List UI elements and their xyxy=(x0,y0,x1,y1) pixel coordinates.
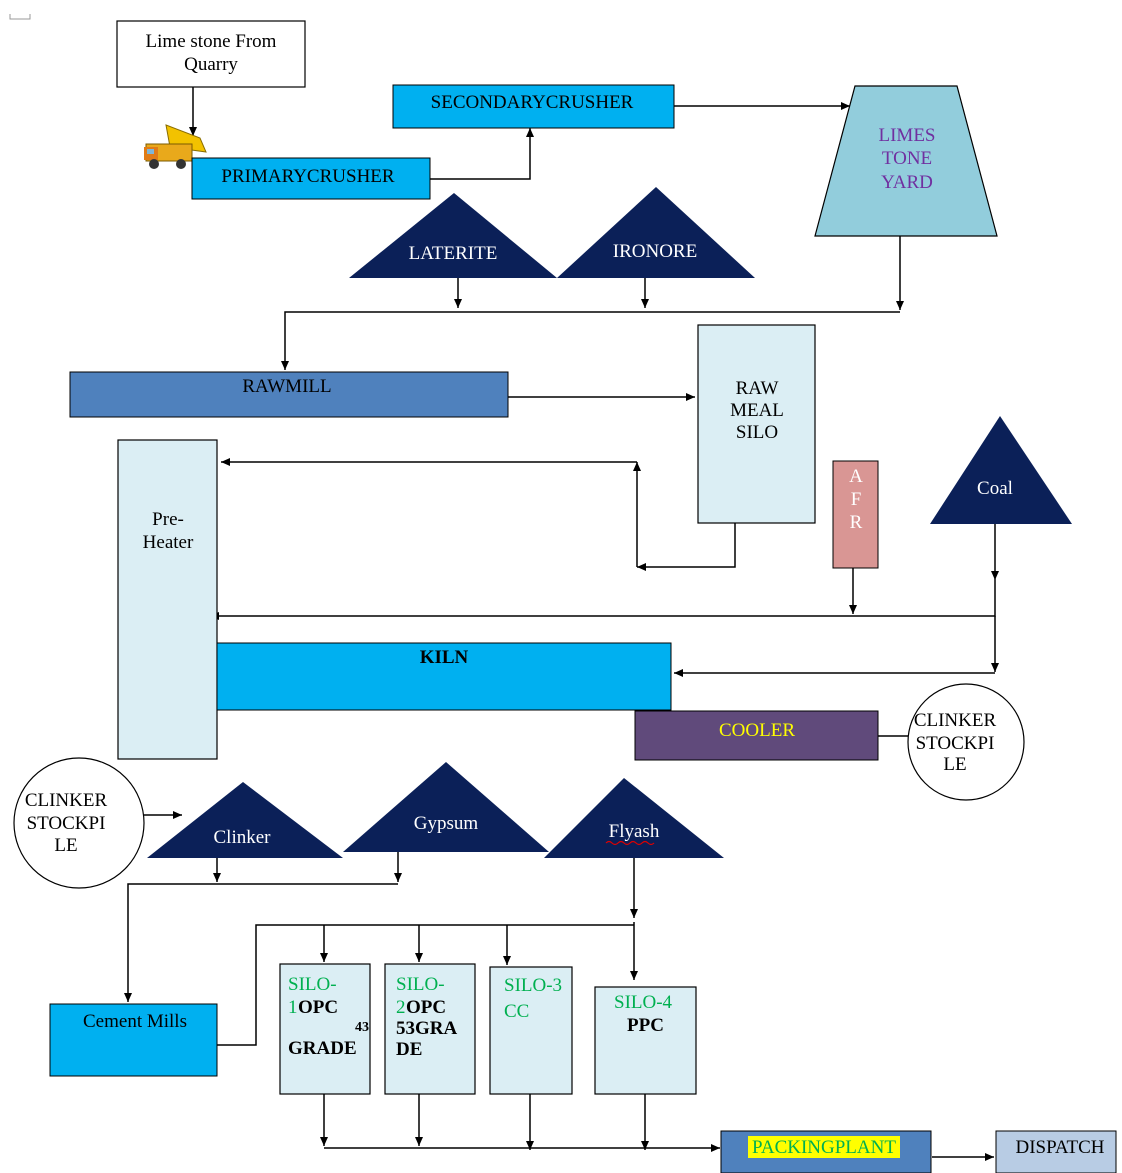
secondary-crusher-label: SECONDARYCRUSHER xyxy=(431,92,634,113)
silo3-line2: CC xyxy=(504,1001,529,1022)
rawmill-box xyxy=(69,371,509,418)
silo1-grade: GRADE xyxy=(288,1038,357,1059)
raw-meal-silo-box xyxy=(697,324,816,524)
cooler-box xyxy=(634,710,879,761)
coal-label: Coal xyxy=(977,478,1013,499)
secondary-crusher-box xyxy=(392,84,675,129)
quarry-label-line1: Lime stone From xyxy=(146,31,277,52)
arrow-silo-out xyxy=(637,523,736,571)
silo1-box xyxy=(279,963,371,1095)
silo2-grade-line2: DE xyxy=(396,1039,422,1060)
flyash-triangle xyxy=(544,778,724,858)
afr-letter-f: F xyxy=(851,489,862,510)
silo1-superscript: 43 xyxy=(355,1020,369,1035)
clinker-triangle xyxy=(147,782,343,858)
limestone-yard-shape xyxy=(814,85,998,237)
arrow-feed-to-rawmill xyxy=(281,311,900,370)
silo4-line1: SILO-4 xyxy=(614,992,673,1013)
arrow-to-cement-mills xyxy=(124,883,398,1002)
silo2-line1: SILO- xyxy=(396,974,445,995)
clinker-label: Clinker xyxy=(214,827,272,848)
flyash-label: Flyash xyxy=(609,821,660,842)
ironore-triangle xyxy=(557,187,755,278)
raw-meal-silo-line2: MEAL xyxy=(730,400,784,421)
rawmill-label: RAWMILL xyxy=(242,376,331,397)
limestone-yard-line2: TONE xyxy=(882,148,932,169)
connectors xyxy=(124,87,999,1161)
silo2-opc: OPC xyxy=(406,997,446,1018)
primary-crusher-label: PRIMARYCRUSHER xyxy=(221,166,394,187)
packing-plant-label: PACKINGPLANT xyxy=(752,1137,896,1158)
limestone-yard-line1: LIMES xyxy=(879,125,936,146)
dump-truck-icon xyxy=(144,124,207,169)
silo3-line1: SILO-3 xyxy=(504,975,562,996)
ironore-label: IRONORE xyxy=(613,241,697,262)
silo1-number: 1 xyxy=(288,997,298,1018)
silo2-grade-line1: 53GRA xyxy=(396,1018,458,1039)
arrow-fuel-to-preheater xyxy=(210,580,996,620)
cooler-label: COOLER xyxy=(719,720,795,741)
afr-letter-r: R xyxy=(850,512,863,533)
arrow-primary-to-secondary xyxy=(430,128,534,180)
afr-letter-a: A xyxy=(849,466,863,487)
coal-triangle xyxy=(930,416,1072,524)
quarry-box xyxy=(116,20,306,88)
primary-crusher-box xyxy=(191,157,431,200)
dispatch-label: DISPATCH xyxy=(1015,1137,1104,1158)
silo4-box xyxy=(594,986,697,1095)
page-corner-mark xyxy=(9,14,31,20)
silo2-number: 2 xyxy=(396,997,406,1018)
spellcheck-underline xyxy=(605,840,655,846)
limestone-yard-line3: YARD xyxy=(881,172,933,193)
quarry-label-line2: Quarry xyxy=(184,54,238,75)
packing-plant-highlight xyxy=(748,1136,900,1158)
dispatch-box xyxy=(995,1130,1117,1173)
raw-meal-silo-line3: SILO xyxy=(736,422,778,443)
raw-meal-silo-line1: RAW xyxy=(736,378,779,399)
silo1-line1: SILO- xyxy=(288,974,337,995)
line-mills-to-silos xyxy=(217,924,634,1046)
cement-mills-box xyxy=(49,1003,218,1077)
clinker-stockpile-left-line1: CLINKER xyxy=(25,790,108,811)
silo1-opc: OPC xyxy=(298,997,338,1018)
kiln-box xyxy=(216,642,672,711)
clinker-stockpile-right-circle xyxy=(907,683,1025,801)
silo3-box xyxy=(489,966,573,1095)
laterite-triangle xyxy=(349,193,557,278)
cement-mills-label: Cement Mills xyxy=(83,1011,187,1032)
gypsum-label: Gypsum xyxy=(414,813,479,834)
kiln-label: KILN xyxy=(420,647,469,668)
gypsum-triangle xyxy=(343,762,549,852)
clinker-stockpile-left-line2: STOCKPI xyxy=(27,813,106,834)
preheater-line1: Pre- xyxy=(152,509,184,530)
laterite-label: LATERITE xyxy=(409,243,498,264)
clinker-stockpile-right-line2: STOCKPI xyxy=(916,733,995,754)
preheater-line2: Heater xyxy=(143,532,194,553)
silo4-line2: PPC xyxy=(627,1015,664,1036)
clinker-stockpile-left-circle xyxy=(13,757,145,889)
silo2-box xyxy=(384,963,476,1095)
clinker-stockpile-right-line3: LE xyxy=(943,754,966,775)
clinker-stockpile-right-line1: CLINKER xyxy=(914,710,997,731)
clinker-stockpile-left-line3: LE xyxy=(54,835,77,856)
afr-box xyxy=(832,460,879,569)
preheater-box xyxy=(117,439,218,760)
